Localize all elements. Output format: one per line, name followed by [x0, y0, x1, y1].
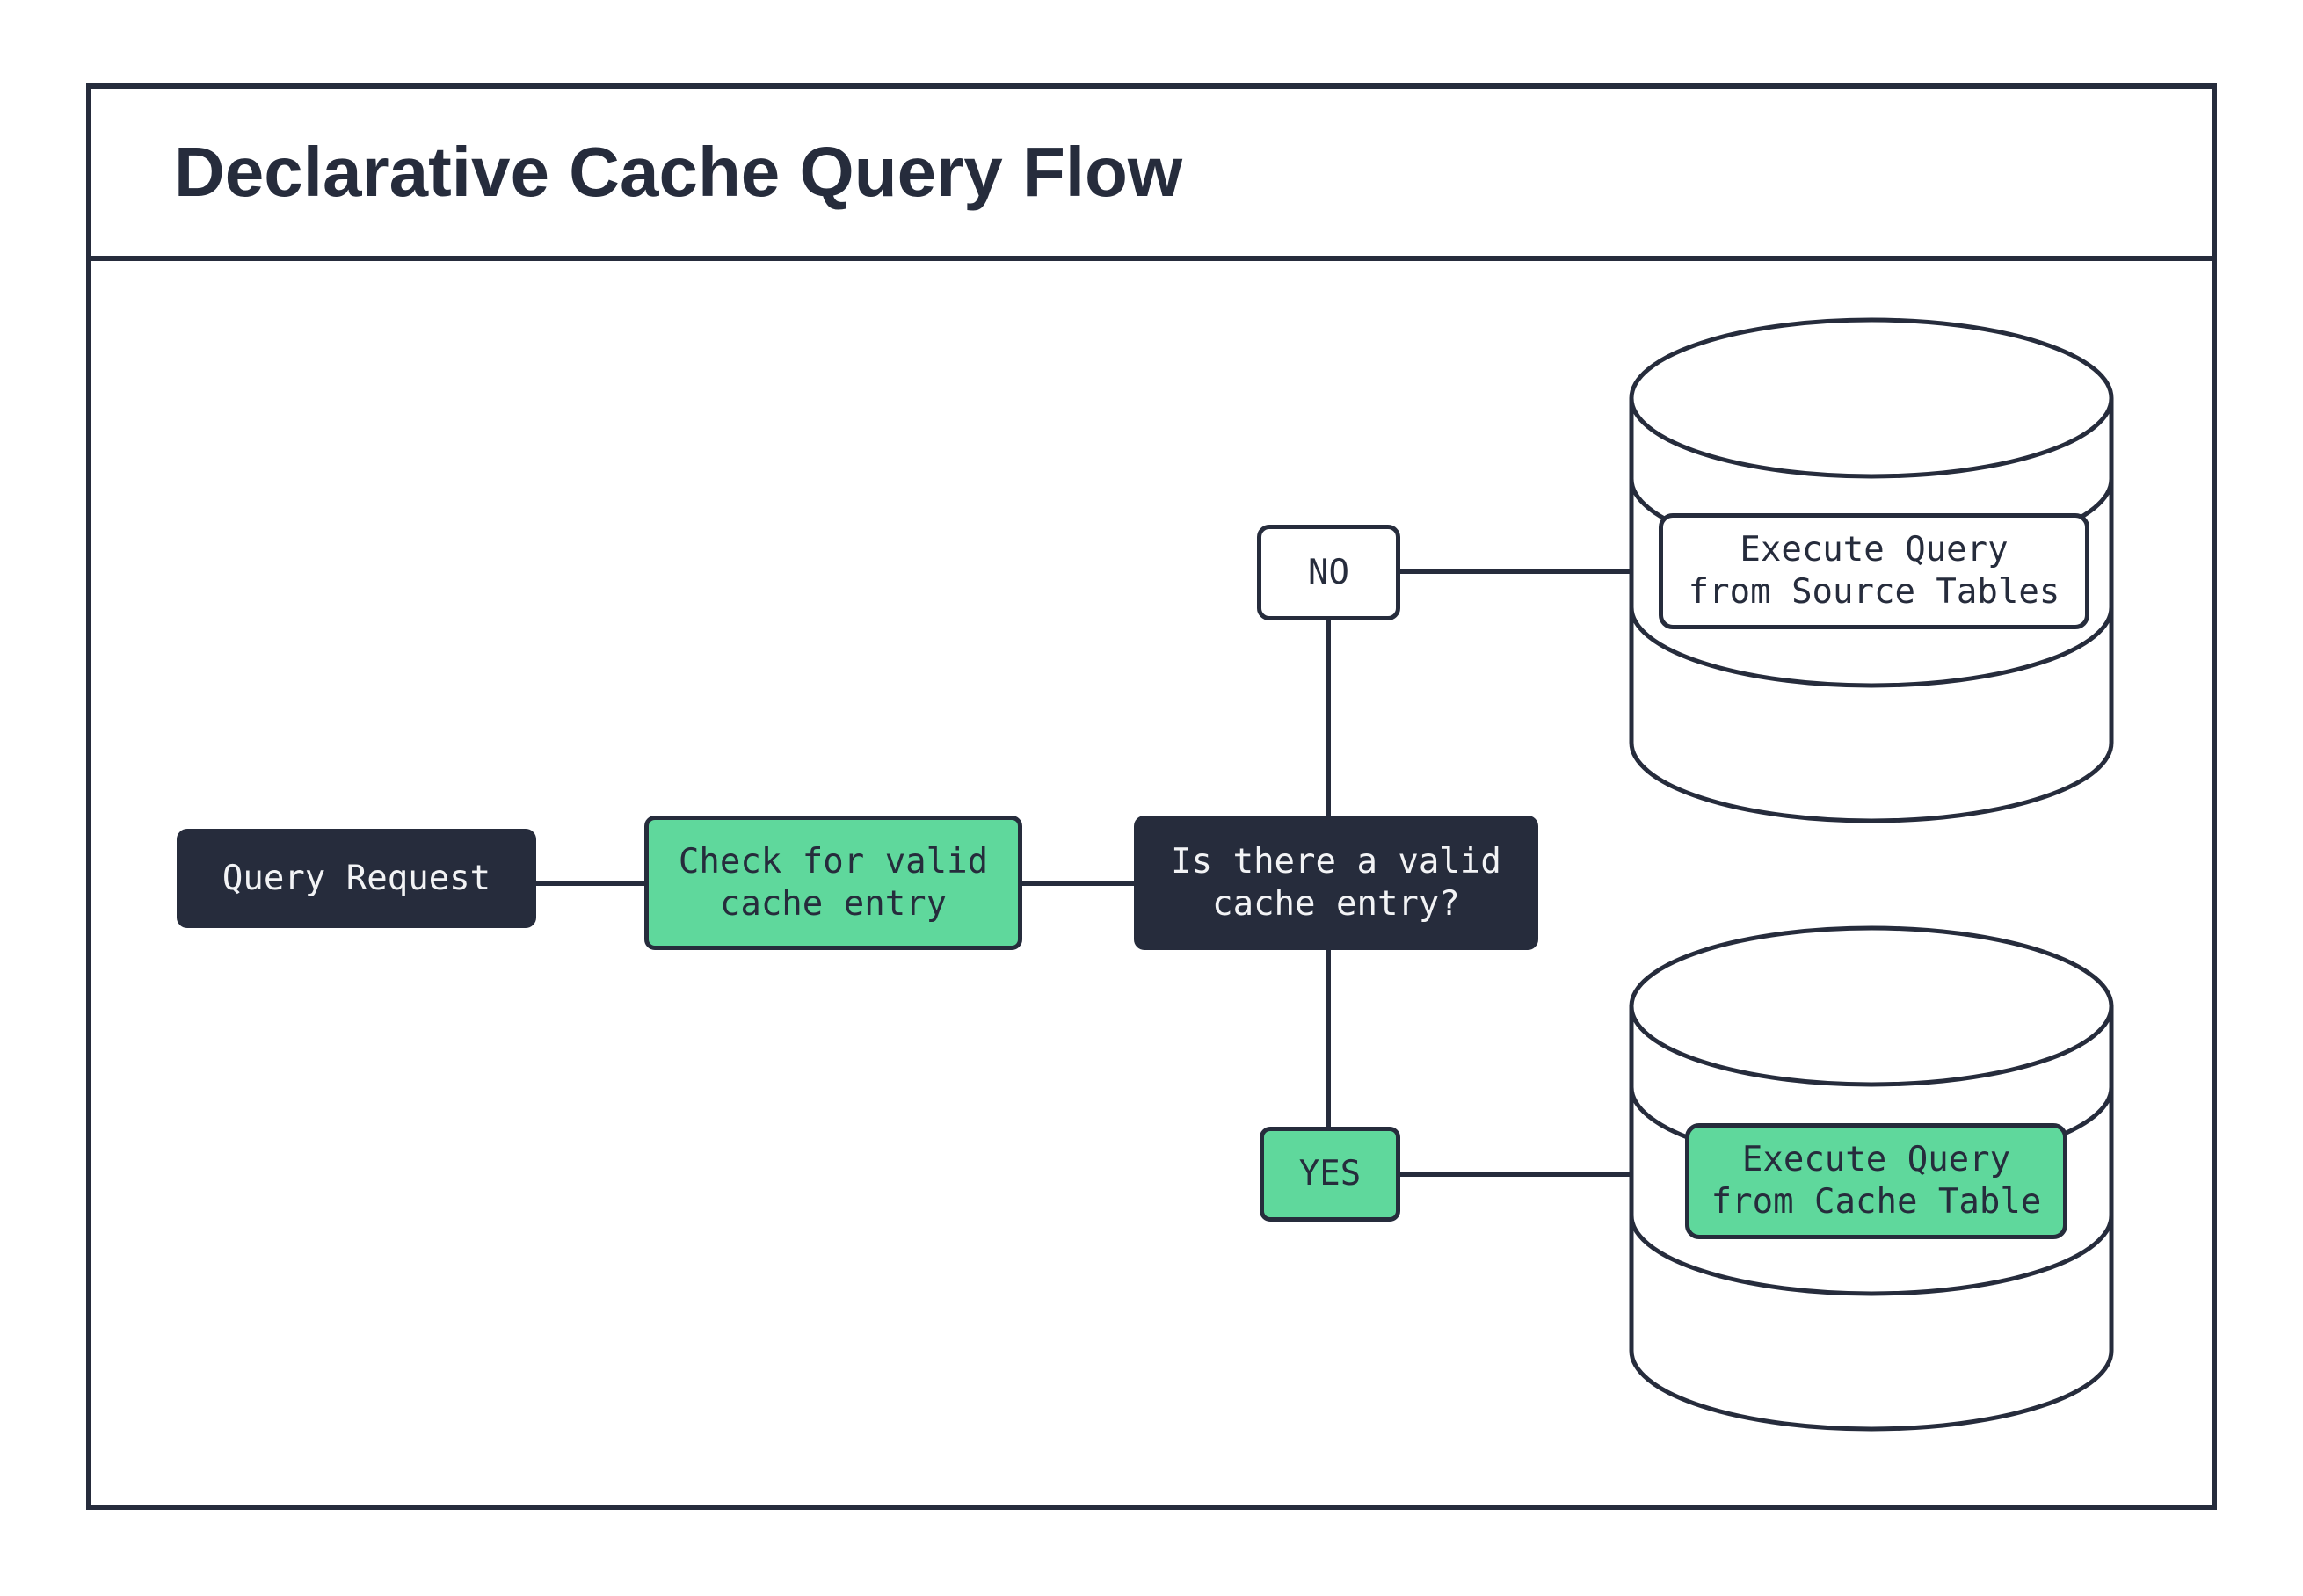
- connector-yes-to-cache-db: [1399, 1172, 1631, 1177]
- connector-check-to-decision: [1022, 881, 1134, 886]
- node-execute-source-tables: Execute Query from Source Tables: [1659, 513, 2089, 629]
- node-check-cache-line2: cache entry: [719, 883, 948, 924]
- node-decision-valid-cache: Is there a valid cache entry?: [1134, 816, 1538, 950]
- node-execute-source-line2: from Source Tables: [1688, 572, 2060, 612]
- node-no-branch-label: NO: [1308, 552, 1349, 592]
- node-yes-branch: YES: [1260, 1127, 1400, 1222]
- connector-decision-to-no: [1326, 619, 1331, 817]
- node-query-request-label: Query Request: [222, 858, 491, 898]
- node-yes-branch-label: YES: [1298, 1154, 1362, 1193]
- node-decision-line1: Is there a valid: [1171, 841, 1501, 881]
- node-check-cache: Check for valid cache entry: [644, 816, 1022, 950]
- node-no-branch: NO: [1257, 525, 1400, 620]
- connector-no-to-source-db: [1399, 569, 1631, 574]
- connector-query-to-check: [536, 881, 644, 886]
- node-execute-cache-line2: from Cache Table: [1711, 1182, 2042, 1222]
- node-decision-line2: cache entry?: [1212, 883, 1460, 924]
- node-execute-cache-line1: Execute Query: [1741, 1140, 2011, 1179]
- page-title: Declarative Cache Query Flow: [174, 133, 1183, 211]
- node-execute-source-line1: Execute Query: [1740, 530, 2009, 569]
- diagram-header: Declarative Cache Query Flow: [91, 89, 2212, 261]
- node-query-request: Query Request: [177, 829, 536, 928]
- node-execute-cache-table: Execute Query from Cache Table: [1685, 1123, 2067, 1239]
- node-check-cache-line1: Check for valid: [678, 841, 989, 881]
- connector-decision-to-yes: [1326, 948, 1331, 1128]
